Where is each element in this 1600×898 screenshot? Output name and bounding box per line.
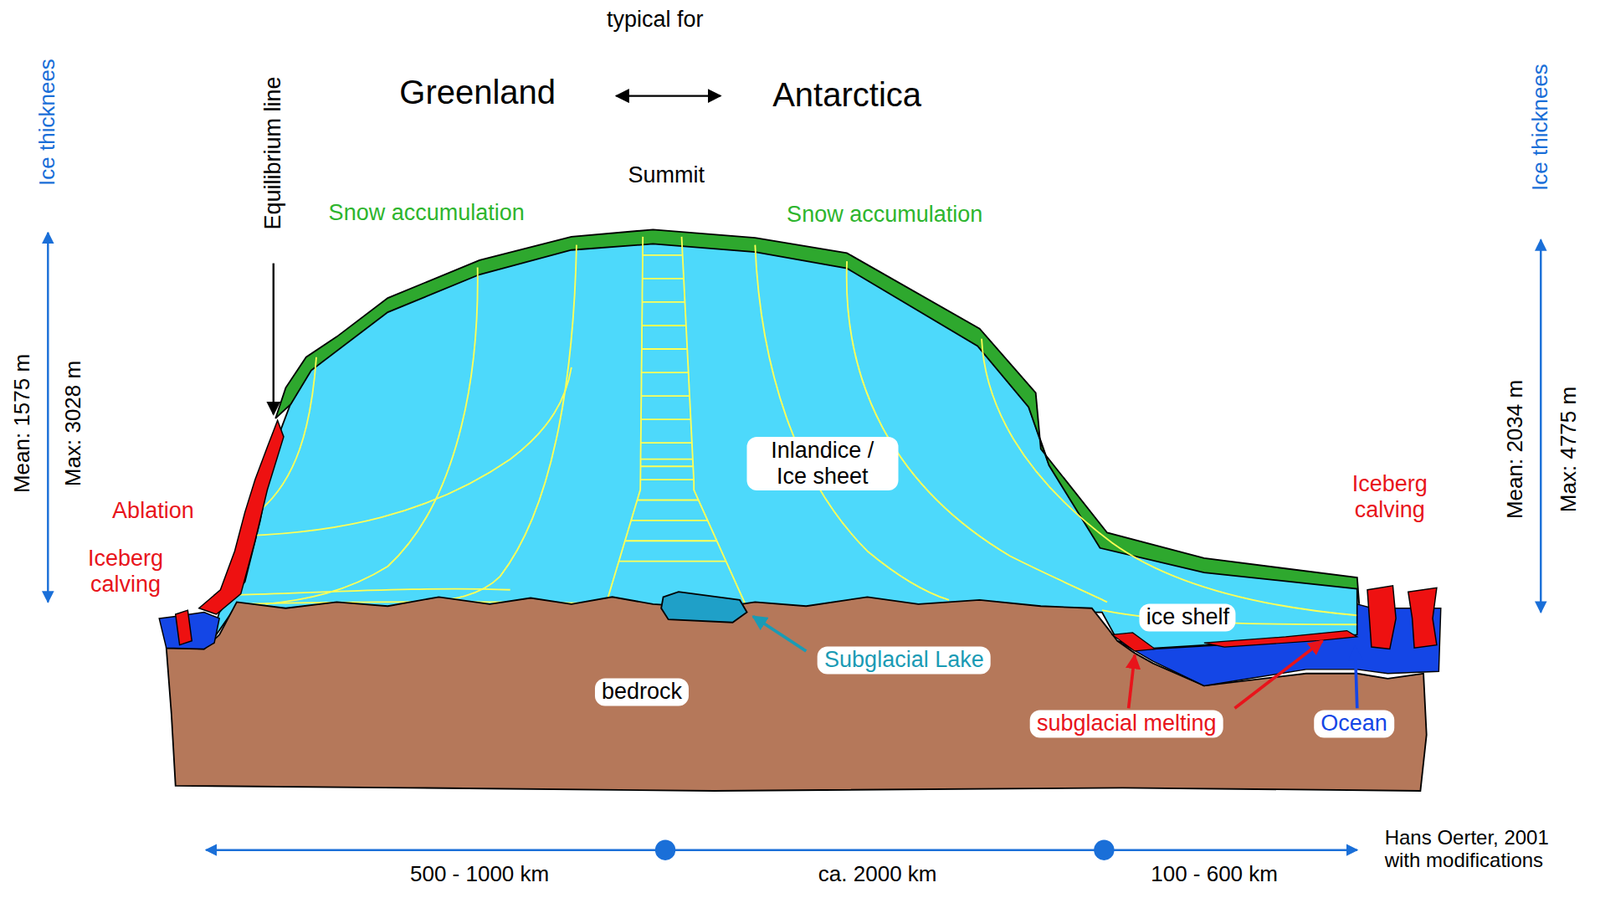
diagram-label: Ablation <box>112 497 195 524</box>
flow-line <box>637 499 699 502</box>
flow-line <box>619 560 727 563</box>
axis-label: Ice thicknees <box>1528 64 1554 192</box>
thickness-arrow <box>1539 240 1542 613</box>
iceberg <box>175 610 193 645</box>
snow-layer <box>275 229 1359 604</box>
diagram-label: Snow accumulation <box>786 202 983 229</box>
axis-label: Mean: 1575 m <box>10 353 36 493</box>
region-label: Subglacial Lake <box>817 646 991 674</box>
flow-line <box>625 539 718 542</box>
double-arrow <box>616 94 721 97</box>
diagram-label: 100 - 600 km <box>1150 861 1278 888</box>
flow-line <box>641 458 693 461</box>
distance-arrow <box>205 848 1357 851</box>
flow-line <box>641 324 687 327</box>
flow-line <box>640 465 693 467</box>
subglacial-melting-zone <box>1204 630 1358 648</box>
equilibrium-arrow <box>272 263 275 415</box>
flow-line <box>641 418 691 421</box>
thickness-arrow <box>46 232 49 602</box>
diagram-label: Iceberg calving <box>1335 471 1445 524</box>
subglacial-melting-zone <box>1112 632 1155 652</box>
region-label: ice shelf <box>1139 603 1236 631</box>
diagram-label: ca. 2000 km <box>818 861 938 888</box>
flow-line <box>682 236 746 605</box>
iceberg <box>1367 585 1396 650</box>
flow-line <box>641 301 685 303</box>
diagram-label: typical for <box>606 7 704 34</box>
distance-dot <box>655 839 676 860</box>
flow-line <box>642 277 684 280</box>
flow-line <box>641 441 693 444</box>
diagram-label: Iceberg calving <box>71 545 180 598</box>
iceberg <box>1408 587 1437 648</box>
axis-label: Equilibrium line <box>260 76 287 230</box>
diagram-label: Greenland <box>399 72 556 112</box>
axis-label: Max: 3028 m <box>61 360 87 487</box>
flow-line <box>641 371 689 374</box>
bedrock <box>166 596 1427 791</box>
flow-line <box>642 254 683 257</box>
leader-arrow <box>753 615 806 651</box>
diagram-label: Summit <box>628 162 706 189</box>
flow-line <box>640 478 694 481</box>
axis-label: Ice thicknees <box>35 58 61 186</box>
axis-label: Max: 4775 m <box>1556 385 1582 512</box>
leader-arrow <box>1354 646 1357 708</box>
flow-line <box>641 394 690 397</box>
region-label: Ocean <box>1313 709 1395 738</box>
leader-arrow <box>1128 655 1135 708</box>
region-label: subglacial melting <box>1030 709 1224 738</box>
region-label: bedrock <box>594 677 689 706</box>
flow-line <box>605 236 643 605</box>
flow-lines <box>236 236 1358 625</box>
diagram-label: Antarctica <box>772 75 922 114</box>
diagram-label: Snow accumulation <box>328 200 525 226</box>
ablation-zone <box>199 420 284 615</box>
diagram-label: 500 - 1000 km <box>410 861 549 888</box>
region-label: Inlandice / Ice sheet <box>746 436 898 491</box>
axis-label: Mean: 2034 m <box>1502 379 1529 518</box>
flow-line <box>641 348 688 350</box>
leader-arrow <box>1234 641 1323 708</box>
diagram-label: Hans Oerter, 2001 with modifications <box>1384 825 1586 872</box>
distance-dot <box>1093 839 1114 860</box>
flow-line <box>630 519 708 522</box>
subglacial-lake <box>661 591 747 623</box>
